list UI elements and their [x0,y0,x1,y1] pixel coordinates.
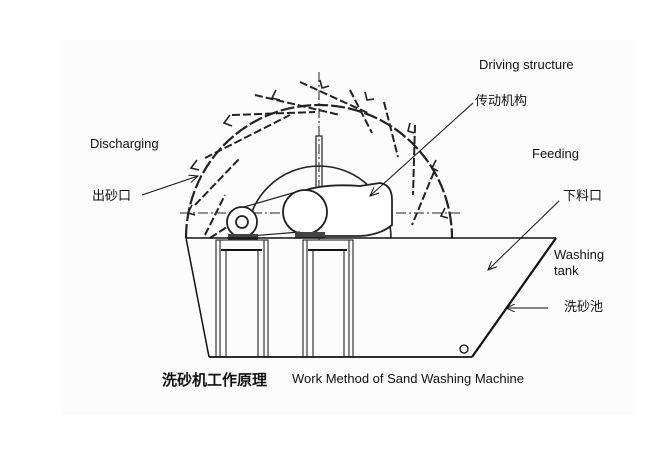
label-feeding-cn: 下料口 [563,189,603,204]
washing-tank [185,237,557,358]
drain-hole [459,344,469,354]
label-feeding: Feeding [532,146,579,161]
large-pulley [282,189,328,235]
motor-base [228,234,258,240]
tank-right-wall [471,237,557,358]
leader-driving [370,102,474,196]
gearbox-base [295,232,325,238]
drive-belt-top [243,191,297,208]
motor-hub [235,215,249,229]
wheel-blades [194,81,435,239]
label-washing-tank-line2: tank [554,263,579,278]
label-discharging: Discharging [90,136,159,151]
drive-mechanism [226,182,393,240]
label-driving-cn: 传动机构 [475,94,528,109]
caption-title-en: Work Method of Sand Washing Machine [292,371,524,386]
label-driving-structure: Driving structure [479,57,574,72]
support-frame-left [215,239,269,358]
tank-left-wall [185,237,210,358]
drive-belt-bottom [249,231,301,237]
caption-title-cn: 洗砂机工作原理 [162,371,268,389]
label-washing-tank-cn: 洗砂池 [564,300,604,315]
leader-lines [141,102,560,308]
label-washing-tank: Washing [554,247,605,262]
leader-discharging [141,176,198,196]
support-frame-right [302,239,354,358]
wheel-buckets [186,79,449,219]
leader-feeding [488,200,560,270]
label-discharging-cn: 出砂口 [92,189,132,204]
